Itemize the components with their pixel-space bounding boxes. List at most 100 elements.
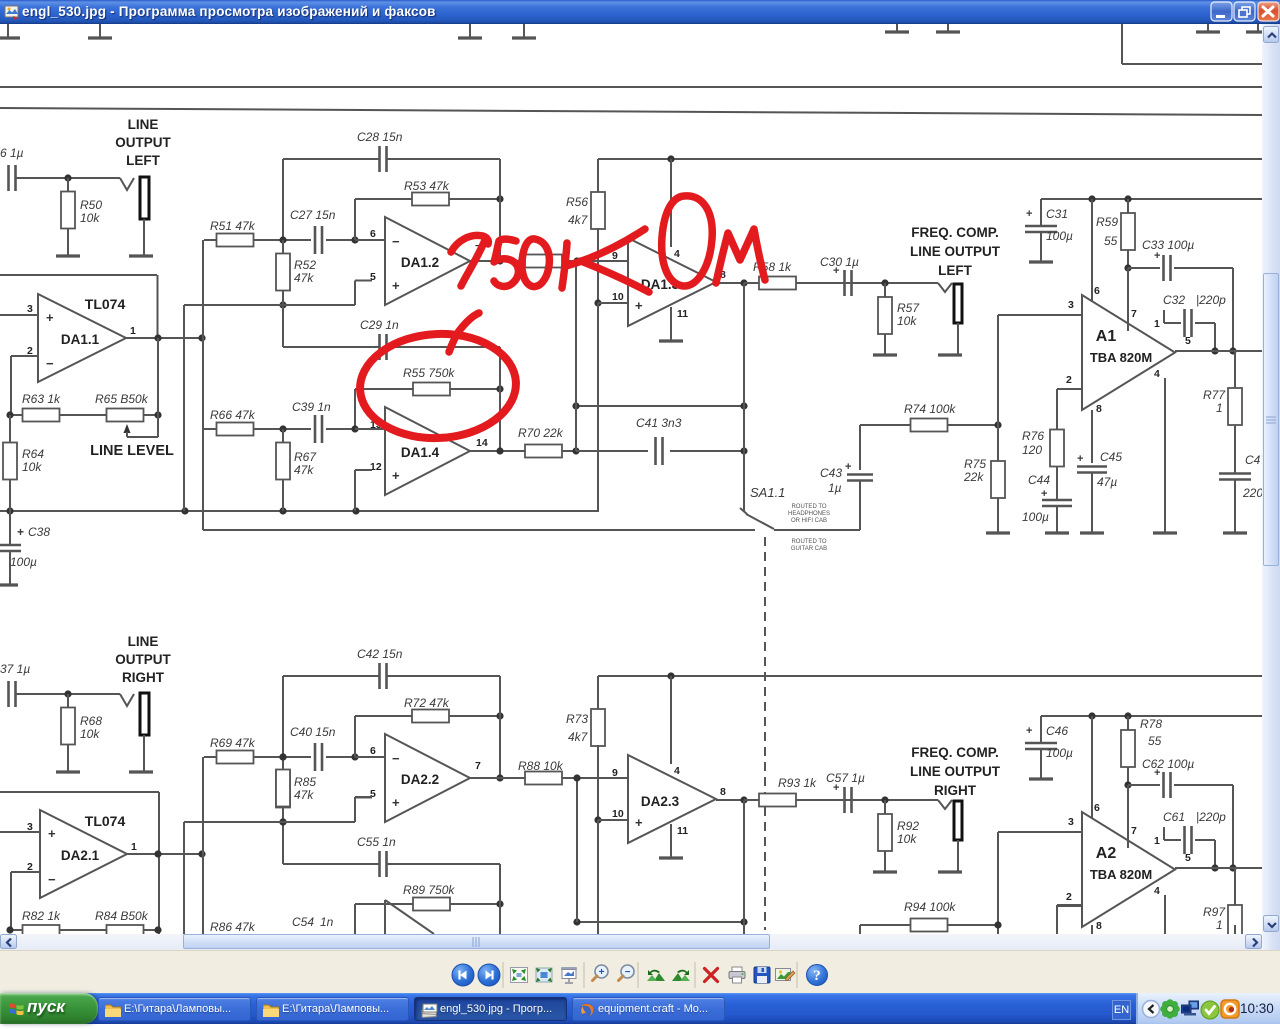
svg-text:DA2.1: DA2.1 bbox=[61, 848, 100, 863]
svg-text:−: − bbox=[392, 751, 400, 766]
svg-text:TBA 820M: TBA 820M bbox=[1090, 350, 1152, 365]
svg-text:TBA 820M: TBA 820M bbox=[1090, 867, 1152, 882]
svg-text:+: + bbox=[599, 967, 605, 978]
svg-text:LINE OUTPUT: LINE OUTPUT bbox=[910, 764, 1001, 779]
svg-text:R53 47k: R53 47k bbox=[404, 179, 450, 193]
svg-text:DA1.4: DA1.4 bbox=[401, 445, 440, 460]
svg-text:R77: R77 bbox=[1203, 388, 1226, 402]
svg-text:2: 2 bbox=[1066, 891, 1072, 903]
svg-text:8: 8 bbox=[1096, 920, 1102, 932]
svg-text:C33 100µ: C33 100µ bbox=[1142, 238, 1194, 252]
svg-text:100µ: 100µ bbox=[1022, 510, 1049, 524]
svg-text:R88 10k: R88 10k bbox=[518, 759, 564, 773]
svg-text:4k7: 4k7 bbox=[568, 213, 589, 227]
svg-text:+: + bbox=[845, 461, 851, 473]
svg-text:R51 47k: R51 47k bbox=[210, 219, 256, 233]
svg-text:+: + bbox=[1154, 250, 1160, 262]
svg-text:+: + bbox=[46, 310, 54, 325]
svg-text:5: 5 bbox=[1185, 335, 1191, 347]
svg-text:C55 1n: C55 1n bbox=[357, 835, 396, 849]
svg-text:9: 9 bbox=[612, 250, 618, 262]
svg-text:C54: C54 bbox=[292, 915, 314, 929]
svg-text:|220p: |220p bbox=[1196, 293, 1226, 307]
svg-text:10k: 10k bbox=[22, 460, 42, 474]
svg-text:10k: 10k bbox=[80, 211, 100, 225]
svg-text:37 1µ: 37 1µ bbox=[0, 662, 30, 676]
svg-text:LINE: LINE bbox=[128, 117, 159, 132]
svg-text:6: 6 bbox=[1094, 285, 1100, 297]
svg-text:+: + bbox=[17, 525, 24, 539]
svg-text:C40 15n: C40 15n bbox=[290, 725, 336, 739]
svg-text:C39 1n: C39 1n bbox=[292, 400, 331, 414]
svg-text:8: 8 bbox=[1096, 403, 1102, 415]
svg-text:11: 11 bbox=[677, 825, 688, 837]
svg-text:R67: R67 bbox=[294, 450, 317, 464]
svg-text:R55 750k: R55 750k bbox=[403, 366, 455, 380]
svg-text:R76: R76 bbox=[1022, 429, 1044, 443]
svg-text:C28 15n: C28 15n bbox=[357, 130, 403, 144]
svg-text:+: + bbox=[635, 298, 643, 313]
svg-text:+: + bbox=[392, 795, 400, 810]
svg-text:+: + bbox=[48, 826, 56, 841]
svg-text:55: 55 bbox=[1148, 734, 1162, 748]
svg-text:−: − bbox=[48, 872, 56, 887]
svg-text:14: 14 bbox=[476, 437, 488, 449]
svg-text:C30 1µ: C30 1µ bbox=[820, 255, 859, 269]
svg-text:OUTPUT: OUTPUT bbox=[115, 652, 171, 667]
svg-text:47k: 47k bbox=[294, 463, 314, 477]
svg-text:RIGHT: RIGHT bbox=[122, 670, 165, 685]
svg-text:R75: R75 bbox=[964, 457, 986, 471]
svg-text:|220p: |220p bbox=[1196, 810, 1226, 824]
svg-text:7: 7 bbox=[1131, 825, 1137, 837]
svg-text:R89 750k: R89 750k bbox=[403, 883, 455, 897]
svg-text:6: 6 bbox=[370, 228, 376, 240]
svg-text:2: 2 bbox=[27, 345, 33, 357]
svg-text:A1: A1 bbox=[1096, 328, 1117, 345]
svg-text:+: + bbox=[1154, 767, 1160, 779]
svg-text:2: 2 bbox=[1066, 374, 1072, 386]
svg-text:+: + bbox=[392, 468, 400, 483]
svg-text:SA1.1: SA1.1 bbox=[750, 485, 785, 500]
svg-text:C44: C44 bbox=[1028, 473, 1050, 487]
svg-text:1: 1 bbox=[1154, 835, 1160, 847]
svg-text:100µ: 100µ bbox=[1046, 229, 1073, 243]
svg-text:LINE LEVEL: LINE LEVEL bbox=[90, 443, 174, 459]
svg-text:R57: R57 bbox=[897, 301, 920, 315]
svg-text:+: + bbox=[635, 815, 643, 830]
svg-text:C45: C45 bbox=[1100, 450, 1122, 464]
svg-text:ROUTED TO: ROUTED TO bbox=[791, 504, 826, 510]
svg-text:C27 15n: C27 15n bbox=[290, 208, 336, 222]
svg-text:GUITAR CAB: GUITAR CAB bbox=[791, 546, 827, 552]
svg-text:+: + bbox=[1026, 725, 1032, 737]
svg-text:4: 4 bbox=[674, 765, 680, 777]
svg-text:FREQ. COMP.: FREQ. COMP. bbox=[911, 225, 999, 240]
svg-text:C38: C38 bbox=[28, 525, 50, 539]
svg-text:FREQ. COMP.: FREQ. COMP. bbox=[911, 745, 999, 760]
svg-text:7: 7 bbox=[1131, 308, 1137, 320]
svg-text:C57 1µ: C57 1µ bbox=[826, 771, 865, 785]
svg-text:R73: R73 bbox=[566, 712, 588, 726]
svg-text:R97: R97 bbox=[1203, 905, 1226, 919]
svg-text:A2: A2 bbox=[1096, 845, 1117, 862]
svg-text:R65 B50k: R65 B50k bbox=[95, 392, 149, 406]
svg-text:ROUTED TO: ROUTED TO bbox=[791, 539, 826, 545]
svg-text:8: 8 bbox=[720, 786, 726, 798]
svg-text:C41 3n3: C41 3n3 bbox=[636, 416, 682, 430]
svg-text:7: 7 bbox=[475, 760, 481, 772]
svg-text:R52: R52 bbox=[294, 258, 316, 272]
svg-text:100µ: 100µ bbox=[1046, 746, 1073, 760]
svg-text:+: + bbox=[1077, 453, 1083, 465]
svg-text:R56: R56 bbox=[566, 195, 588, 209]
svg-text:+: + bbox=[1041, 488, 1047, 500]
svg-text:C61: C61 bbox=[1163, 810, 1185, 824]
svg-text:−: − bbox=[625, 967, 631, 978]
svg-text:3: 3 bbox=[1068, 816, 1074, 828]
svg-text:10k: 10k bbox=[897, 314, 917, 328]
svg-text:DA2.3: DA2.3 bbox=[641, 794, 680, 809]
svg-text:R84 B50k: R84 B50k bbox=[95, 909, 149, 923]
svg-text:R72 47k: R72 47k bbox=[404, 696, 450, 710]
svg-text:LINE: LINE bbox=[128, 634, 159, 649]
svg-text:C43: C43 bbox=[820, 466, 842, 480]
svg-text:100µ: 100µ bbox=[10, 555, 37, 569]
svg-text:R59: R59 bbox=[1096, 215, 1118, 229]
